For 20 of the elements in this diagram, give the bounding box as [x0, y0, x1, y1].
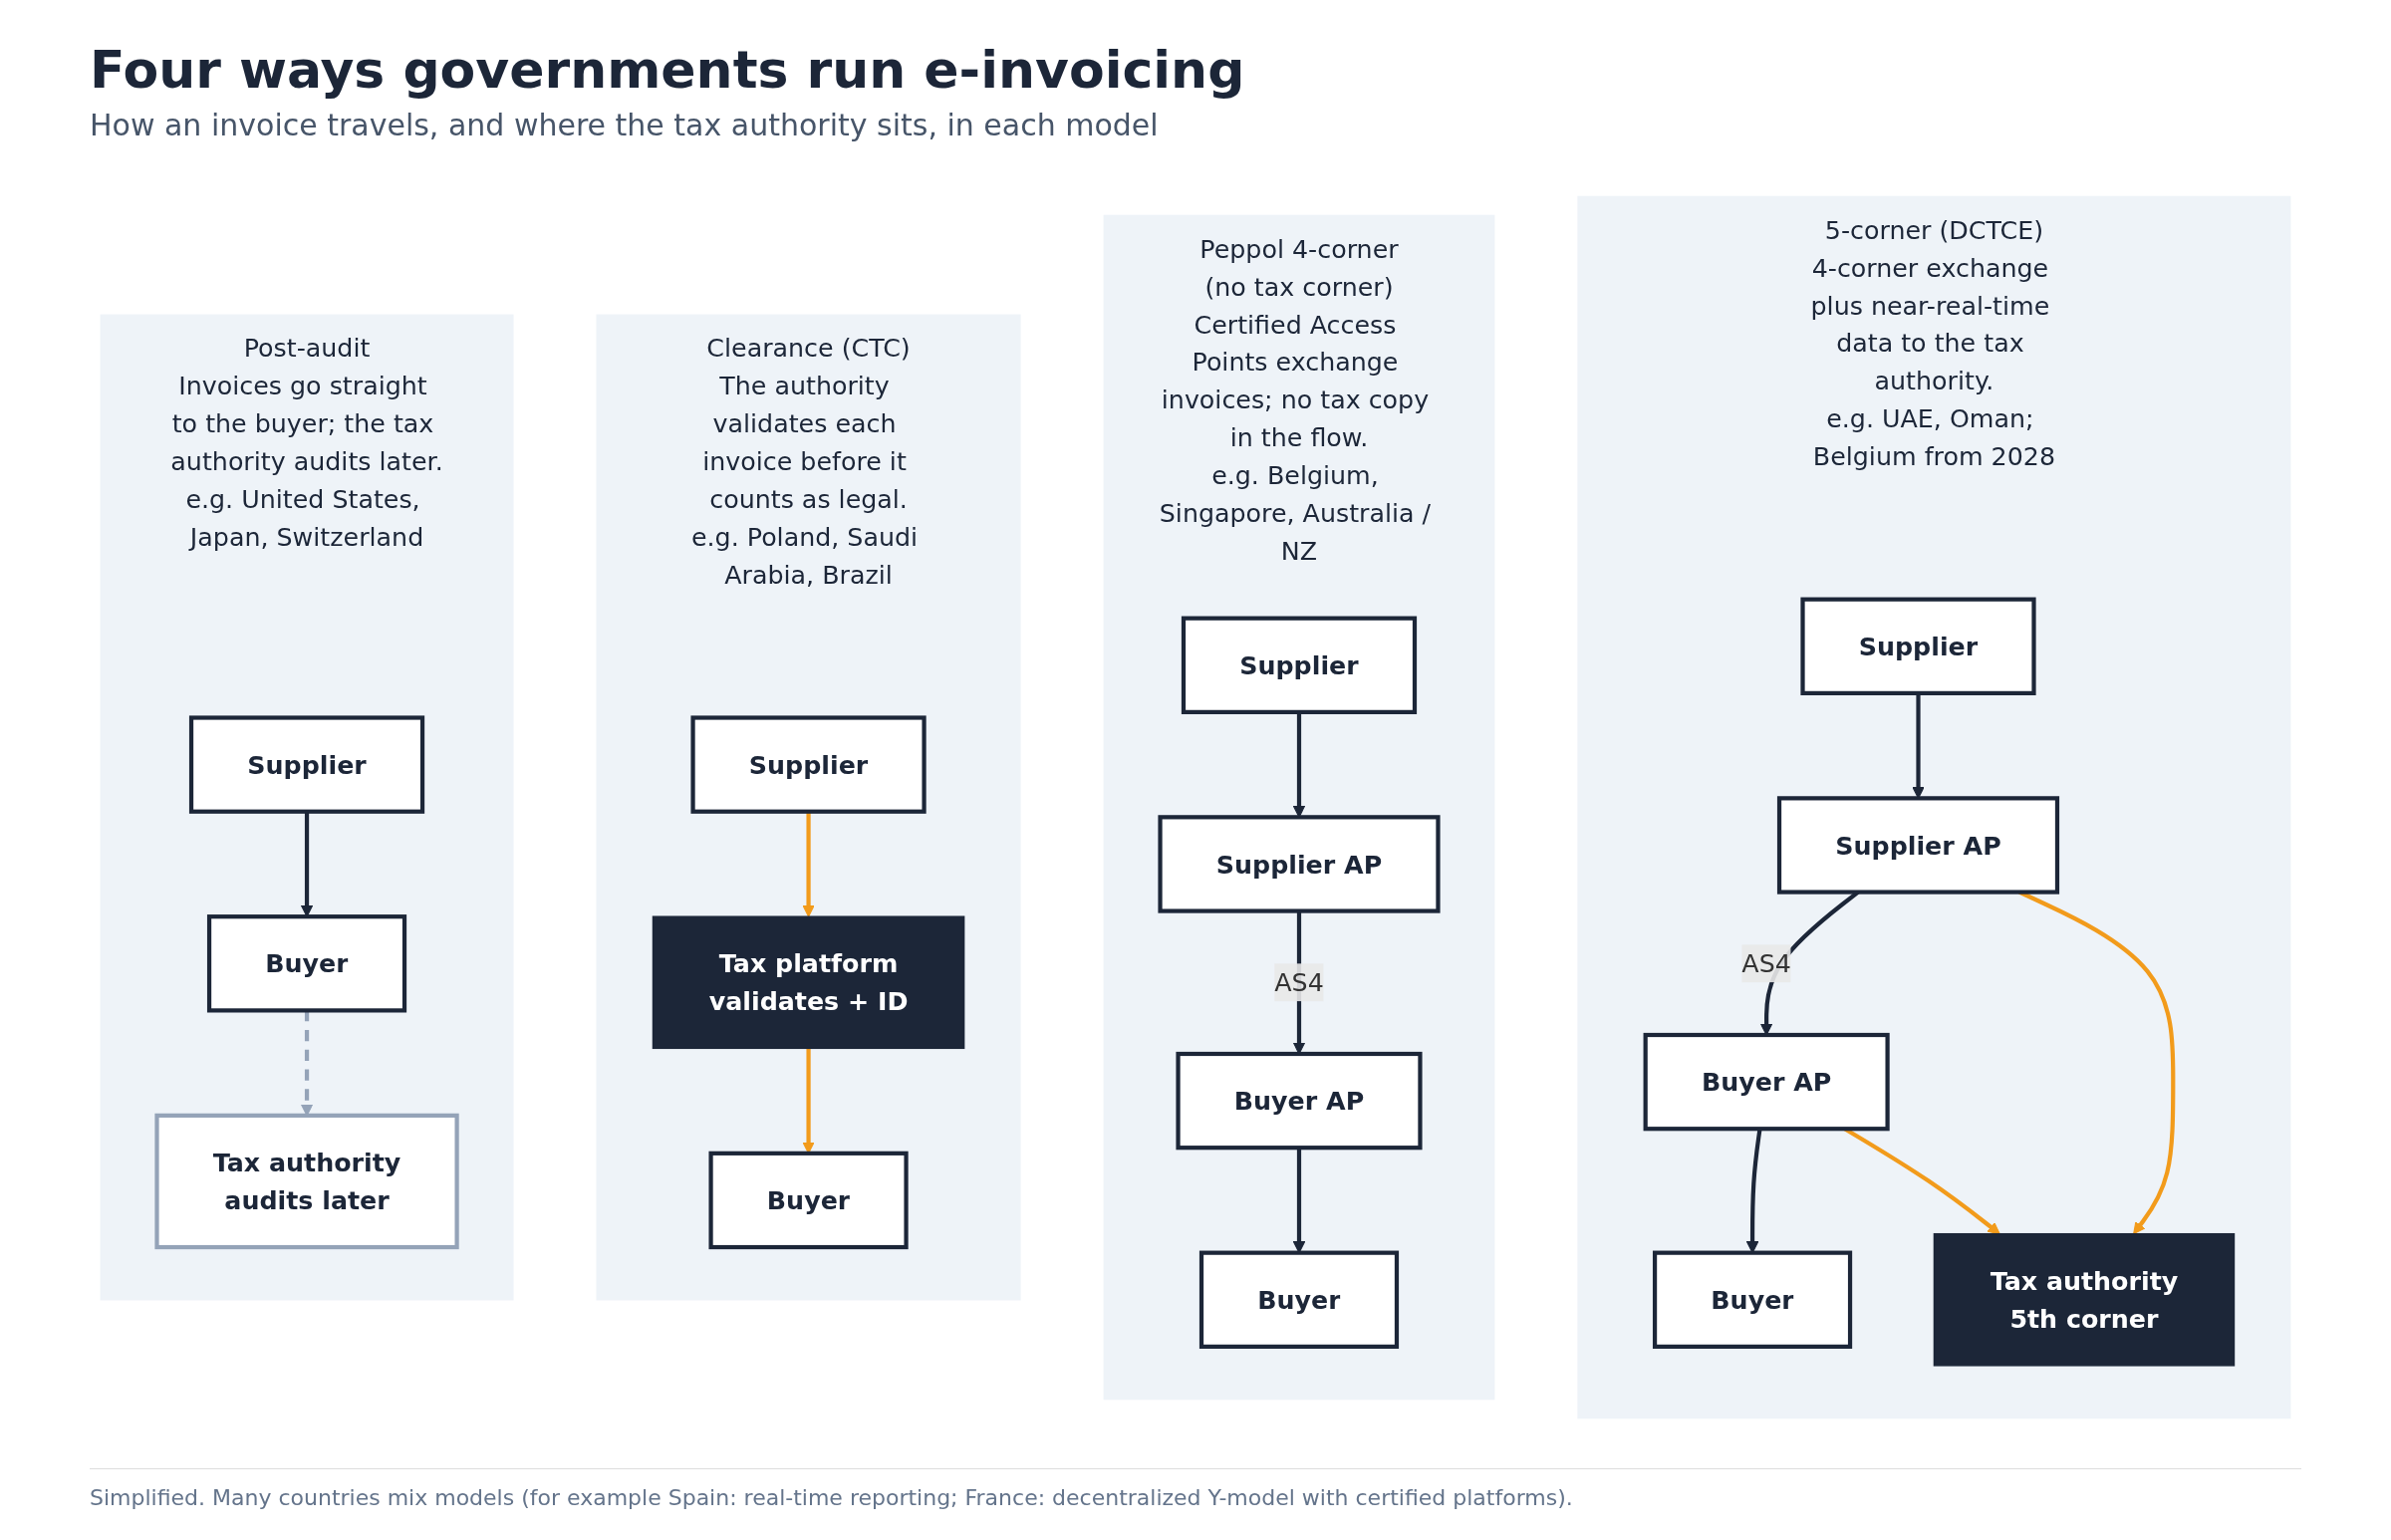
node-box: Tax platform validates + ID: [652, 915, 965, 1050]
node-box: Tax authority 5th corner: [1933, 1232, 2236, 1367]
edge-label: AS4: [1741, 948, 1791, 979]
title: Four ways governments run e-invoicing: [90, 40, 1246, 100]
node-box: Buyer: [1198, 1250, 1400, 1349]
node-box: Buyer: [206, 914, 407, 1013]
node-box: Tax authority audits later: [154, 1113, 459, 1250]
node-box: Supplier AP: [1776, 796, 2060, 895]
node-box: Supplier: [188, 715, 425, 814]
node-box: Buyer AP: [1176, 1051, 1423, 1151]
node-box: Supplier AP: [1158, 815, 1441, 913]
node-box: Buyer AP: [1643, 1032, 1890, 1132]
node-box: Supplier: [1181, 616, 1418, 714]
node-box: Supplier: [1800, 597, 2036, 695]
subtitle: How an invoice travels, and where the tax authority sits, in each model: [90, 108, 1160, 142]
edge-label: AS4: [1274, 967, 1324, 998]
caption: Simplified. Many countries mix models (for example Spain: real-time reporting; France: decentralized Y-model with certified platforms).: [90, 1468, 2301, 1510]
node-box: Buyer: [708, 1151, 909, 1250]
node-box: Buyer: [1652, 1250, 1853, 1349]
node-box: Supplier: [690, 715, 927, 814]
